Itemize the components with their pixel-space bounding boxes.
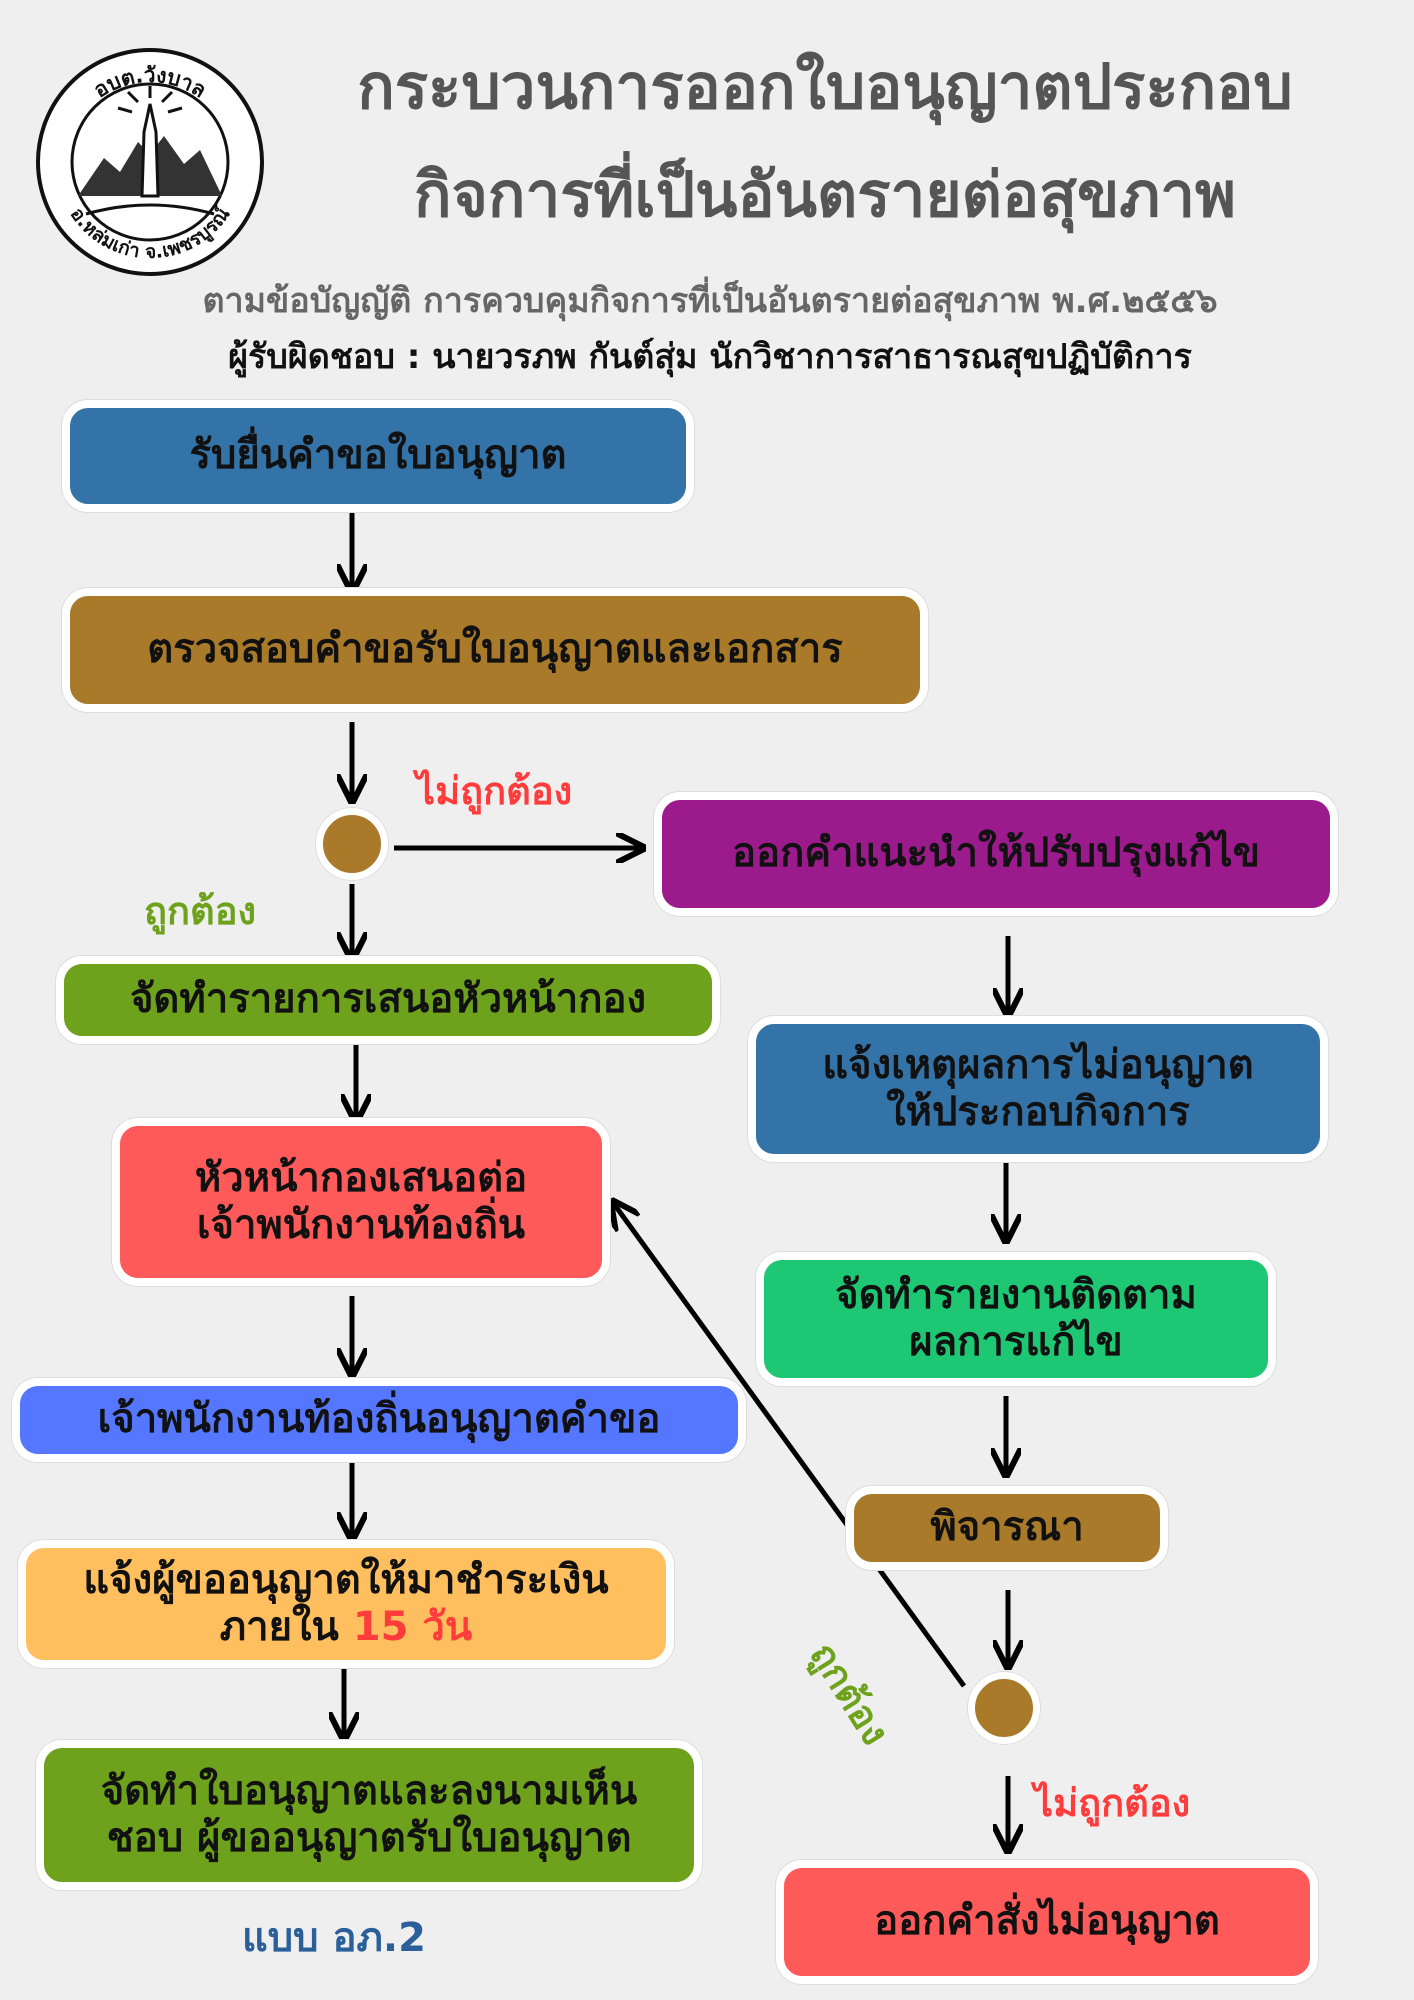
step-report-line1: จัดทำรายงานติดตาม <box>835 1271 1197 1318</box>
decision-node-2 <box>968 1672 1040 1744</box>
step-follow-up-report: จัดทำรายงานติดตาม ผลการแก้ไข <box>756 1252 1276 1386</box>
step-notify-payment: แจ้งผู้ขออนุญาตให้มาชำระเงิน ภายใน 15 วั… <box>18 1540 674 1668</box>
step-pay-line1: แจ้งผู้ขออนุญาตให้มาชำระเงิน <box>83 1556 609 1603</box>
label-correct-1: ถูกต้อง <box>144 889 257 933</box>
page-title-line2: กิจการที่เป็นอันตรายต่อสุขภาพ <box>414 158 1236 231</box>
logo-seal: อบต.วังบาล อ.หล่มเก่า จ.เพชรบูรณ์ <box>34 46 266 278</box>
form-name: แบบ อภ.2 <box>242 1915 426 1961</box>
step-check-documents: ตรวจสอบคำขอรับใบอนุญาตและเอกสาร <box>62 588 928 712</box>
step-pay-prefix: ภายใน <box>219 1604 353 1650</box>
step-head-proposes: หัวหน้ากองเสนอต่อ เจ้าพนักงานท้องถิ่น <box>112 1118 610 1286</box>
decision-node-1 <box>316 808 388 880</box>
step-head-line2: เจ้าพนักงานท้องถิ่น <box>196 1202 526 1248</box>
step-advise-correction: ออกคำแนะนำให้ปรับปรุงแก้ไข <box>654 792 1338 916</box>
step-pay-days: 15 วัน <box>352 1604 473 1650</box>
step-officer-label: เจ้าพนักงานท้องถิ่นอนุญาตคำขอ <box>97 1396 661 1443</box>
step-pay-line2: ภายใน 15 วัน <box>83 1604 608 1651</box>
step-advise-label: ออกคำแนะนำให้ปรับปรุงแก้ไข <box>732 830 1260 877</box>
step-check-label: ตรวจสอบคำขอรับใบอนุญาตและเอกสาร <box>147 626 843 673</box>
step-receive-label: รับยื่นคำขอใบอนุญาต <box>189 432 567 479</box>
page-title-line1: กระบวนการออกใบอนุญาตประกอบ <box>357 50 1293 123</box>
step-deny-order: ออกคำสั่งไม่อนุญาต <box>776 1860 1318 1984</box>
seal-icon: อบต.วังบาล อ.หล่มเก่า จ.เพชรบูรณ์ <box>36 48 264 276</box>
step-prepare-list: จัดทำรายการเสนอหัวหน้ากอง <box>56 956 720 1044</box>
step-consider-label: พิจารณา <box>930 1504 1084 1551</box>
label-incorrect-2: ไม่ถูกต้อง <box>1034 1781 1191 1825</box>
step-officer-approves: เจ้าพนักงานท้องถิ่นอนุญาตคำขอ <box>12 1378 746 1462</box>
step-issue-line2: ชอบ ผู้ขออนุญาตรับใบอนุญาต <box>106 1815 632 1861</box>
step-consider: พิจารณา <box>846 1486 1168 1570</box>
step-report-line2: ผลการแก้ไข <box>909 1319 1123 1365</box>
step-notify-reason-line2: ให้ประกอบกิจการ <box>886 1089 1190 1135</box>
step-prepare-label: จัดทำรายการเสนอหัวหน้ากอง <box>129 976 646 1023</box>
page-subtitle: ตามข้อบัญญัติ การควบคุมกิจการที่เป็นอันต… <box>202 281 1218 321</box>
step-head-line1: หัวหน้ากองเสนอต่อ <box>194 1154 528 1201</box>
label-incorrect-1: ไม่ถูกต้อง <box>416 769 573 813</box>
arrow-decision2-to-head <box>614 1204 967 1688</box>
step-issue-license: จัดทำใบอนุญาตและลงนามเห็น ชอบ ผู้ขออนุญา… <box>36 1740 702 1890</box>
step-notify-reason: แจ้งเหตุผลการไม่อนุญาต ให้ประกอบกิจการ <box>748 1016 1328 1162</box>
step-deny-label: ออกคำสั่งไม่อนุญาต <box>874 1898 1220 1945</box>
step-receive-request: รับยื่นคำขอใบอนุญาต <box>62 400 694 512</box>
responsible-person: ผู้รับผิดชอบ : นายวรภพ กันต์สุ่ม นักวิชา… <box>228 337 1192 377</box>
step-issue-line1: จัดทำใบอนุญาตและลงนามเห็น <box>100 1767 638 1814</box>
step-notify-reason-line1: แจ้งเหตุผลการไม่อนุญาต <box>822 1041 1254 1088</box>
